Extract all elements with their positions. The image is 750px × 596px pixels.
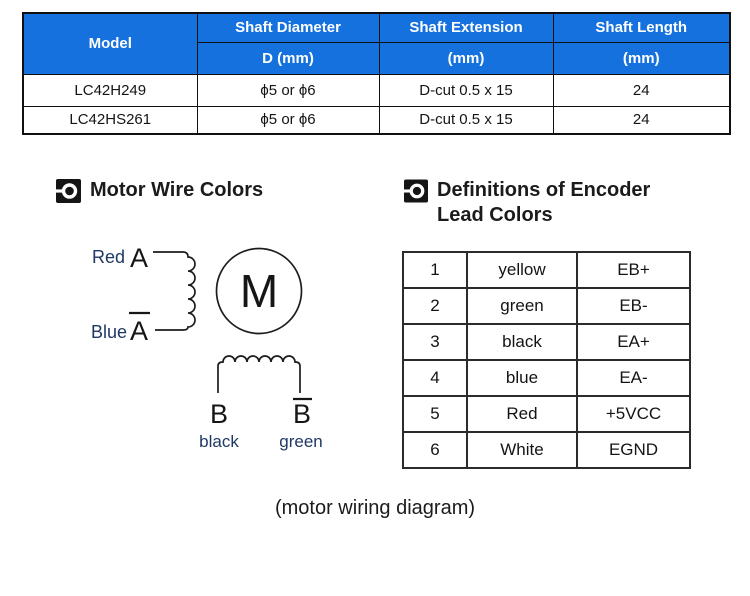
encoder-wire-color: yellow <box>466 251 578 289</box>
motor-symbol: M <box>240 265 278 317</box>
wire-blue-label: Blue <box>91 322 127 342</box>
motor-wire-colors-heading: Motor Wire Colors <box>56 178 263 203</box>
spec-cell-model: LC42H249 <box>22 73 198 107</box>
encoder-pin: 5 <box>402 395 468 433</box>
spec-cell-diameter: ϕ5 or ϕ6 <box>196 105 380 135</box>
terminal-a-bar-label: A <box>130 316 148 346</box>
encoder-wire-color: blue <box>466 359 578 397</box>
spec-cell-extension: D-cut 0.5 x 15 <box>378 105 554 135</box>
spec-cell-diameter: ϕ5 or ϕ6 <box>196 73 380 107</box>
spec-cell-length: 24 <box>552 105 731 135</box>
encoder-row: 2 green EB- <box>402 287 691 325</box>
spec-cell-extension: D-cut 0.5 x 15 <box>378 73 554 107</box>
spec-header-shaft-diameter: Shaft Diameter <box>196 12 380 43</box>
encoder-signal: EB- <box>576 287 691 325</box>
terminal-a-label: A <box>130 243 148 273</box>
spec-header-shaft-extension: Shaft Extension <box>378 12 554 43</box>
encoder-pin: 1 <box>402 251 468 289</box>
wire-black-label: black <box>199 432 239 451</box>
encoder-lead-colors-heading: Definitions of Encoder Lead Colors <box>404 178 687 228</box>
encoder-signal: EA+ <box>576 323 691 361</box>
terminal-b-label: B <box>210 399 228 429</box>
encoder-row: 1 yellow EB+ <box>402 251 691 289</box>
spec-header-model: Model <box>22 12 198 75</box>
encoder-signal: EA- <box>576 359 691 397</box>
motor-wire-colors-title: Motor Wire Colors <box>90 179 264 201</box>
encoder-signal: EB+ <box>576 251 691 289</box>
encoder-lead-colors-title: Definitions of Encoder Lead Colors <box>437 179 651 226</box>
spec-header-shaft-extension-unit: (mm) <box>378 41 554 75</box>
encoder-pin: 4 <box>402 359 468 397</box>
encoder-row: 3 black EA+ <box>402 323 691 361</box>
encoder-row: 4 blue EA- <box>402 359 691 397</box>
spec-cell-length: 24 <box>552 73 731 107</box>
spec-header-shaft-length: Shaft Length <box>552 12 731 43</box>
spec-cell-model: LC42HS261 <box>22 105 198 135</box>
spec-row: LC42HS261 ϕ5 or ϕ6 D-cut 0.5 x 15 24 <box>22 105 731 135</box>
wire-red-label: Red <box>92 247 125 267</box>
phase-a-coil <box>153 251 196 331</box>
terminal-b-bar-label: B <box>293 399 311 429</box>
encoder-wire-color: Red <box>466 395 578 433</box>
motor-wiring-diagram: M A A B B Red Blue black green <box>91 243 323 451</box>
section-bullet-icon <box>404 179 428 203</box>
section-bullet-icon <box>56 179 81 203</box>
encoder-pin: 6 <box>402 431 468 469</box>
encoder-row: 5 Red +5VCC <box>402 395 691 433</box>
spec-header-shaft-length-unit: (mm) <box>552 41 731 75</box>
encoder-wire-color: green <box>466 287 578 325</box>
encoder-signal: EGND <box>576 431 691 469</box>
motor-circle <box>215 247 303 335</box>
spec-table: Model Shaft Diameter Shaft Extension Sha… <box>22 12 731 135</box>
figure-caption: (motor wiring diagram) <box>274 497 476 519</box>
encoder-pin: 2 <box>402 287 468 325</box>
encoder-wire-color: White <box>466 431 578 469</box>
encoder-signal: +5VCC <box>576 395 691 433</box>
encoder-wire-color: black <box>466 323 578 361</box>
wire-green-label: green <box>279 432 322 451</box>
encoder-pin: 3 <box>402 323 468 361</box>
encoder-row: 6 White EGND <box>402 431 691 469</box>
spec-row: LC42H249 ϕ5 or ϕ6 D-cut 0.5 x 15 24 <box>22 73 731 107</box>
encoder-lead-table: 1 yellow EB+ 2 green EB- 3 black EA+ 4 b… <box>402 251 691 469</box>
spec-header-shaft-diameter-unit: D (mm) <box>196 41 380 75</box>
phase-b-coil <box>217 355 301 393</box>
